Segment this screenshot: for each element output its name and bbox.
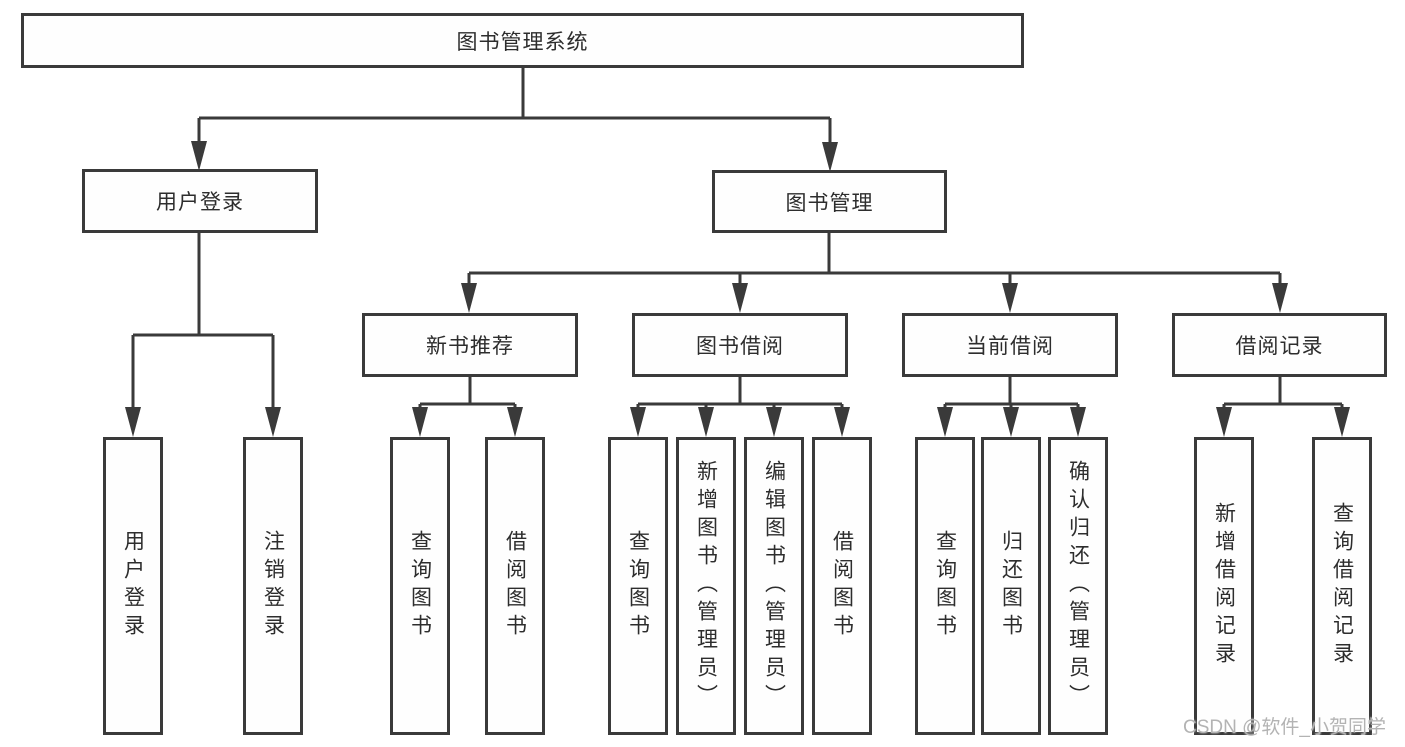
leaf-logout-login: 注销登录: [243, 437, 303, 735]
node-book-management: 图书管理: [712, 170, 947, 233]
leaf-br-add-record: 新增借阅记录: [1194, 437, 1254, 735]
node-root-label: 图书管理系统: [456, 30, 589, 54]
node-book-management-label: 图书管理: [785, 191, 874, 215]
leaf-bb-borrow-book: 借阅图书: [812, 437, 872, 735]
leaf-cb-query-book: 查询图书: [915, 437, 975, 735]
leaf-br-add-record-label: 新增借阅记录: [1212, 502, 1236, 670]
leaf-br-query-record: 查询借阅记录: [1312, 437, 1372, 735]
leaf-nb-borrow-book: 借阅图书: [485, 437, 545, 735]
leaf-nb-query-book: 查询图书: [390, 437, 450, 735]
node-book-borrow-label: 图书借阅: [696, 335, 784, 358]
node-new-book-recommend: 新书推荐: [362, 313, 578, 377]
leaf-bb-query-book-label: 查询图书: [626, 530, 650, 642]
csdn-watermark: CSDN @软件_小贺同学: [1183, 717, 1386, 738]
node-root: 图书管理系统: [21, 13, 1024, 68]
node-current-borrow: 当前借阅: [902, 313, 1118, 377]
arrowheads: [125, 141, 1350, 437]
leaf-nb-borrow-book-label: 借阅图书: [503, 530, 527, 642]
leaf-br-query-record-label: 查询借阅记录: [1330, 502, 1354, 670]
node-new-book-recommend-label: 新书推荐: [426, 335, 514, 358]
leaf-cb-return-book-label: 归还图书: [999, 530, 1023, 642]
node-book-borrow: 图书借阅: [632, 313, 848, 377]
node-borrow-record: 借阅记录: [1172, 313, 1387, 377]
leaf-cb-confirm-return-admin: 确认归还（管理员）: [1048, 437, 1108, 735]
node-borrow-record-label: 借阅记录: [1235, 335, 1324, 358]
node-current-borrow-label: 当前借阅: [966, 335, 1054, 358]
leaf-cb-confirm-return-admin-label: 确认归还（管理员）: [1066, 460, 1090, 712]
leaf-user-login: 用户登录: [103, 437, 163, 735]
leaf-bb-add-book-admin-label: 新增图书（管理员）: [694, 460, 718, 712]
leaf-nb-query-book-label: 查询图书: [408, 530, 432, 642]
node-user-login: 用户登录: [82, 169, 318, 233]
leaf-user-login-label: 用户登录: [121, 530, 145, 642]
leaf-bb-borrow-book-label: 借阅图书: [830, 530, 854, 642]
leaf-logout-login-label: 注销登录: [261, 530, 285, 642]
leaf-cb-return-book: 归还图书: [981, 437, 1041, 735]
leaf-bb-query-book: 查询图书: [608, 437, 668, 735]
leaf-bb-edit-book-admin: 编辑图书（管理员）: [744, 437, 804, 735]
leaf-cb-query-book-label: 查询图书: [933, 530, 957, 642]
node-user-login-label: 用户登录: [156, 191, 244, 214]
leaf-bb-add-book-admin: 新增图书（管理员）: [676, 437, 736, 735]
leaf-bb-edit-book-admin-label: 编辑图书（管理员）: [762, 460, 786, 712]
